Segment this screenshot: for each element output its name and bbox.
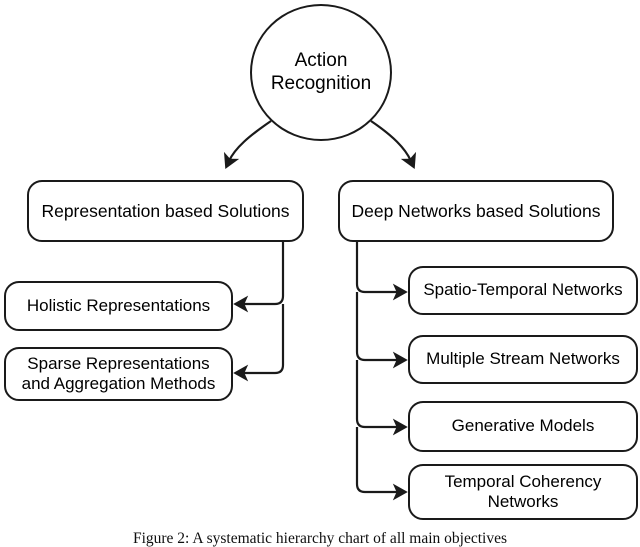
edge-deep-to-multiple-stream	[355, 292, 408, 369]
node-sparse-representations[interactable]: Sparse Representations and Aggregation M…	[4, 347, 233, 401]
edge-representation-trunk	[233, 241, 285, 313]
edge-deep-to-temporal-coherency	[355, 427, 408, 501]
node-label: Sparse Representations and Aggregation M…	[21, 353, 216, 393]
node-label: Deep Networks based Solutions	[351, 200, 601, 221]
node-temporal-coherency-networks[interactable]: Temporal Coherency Networks	[408, 464, 638, 520]
node-holistic-representations[interactable]: Holistic Representations	[4, 281, 233, 331]
node-representation-based-solutions[interactable]: Representation based Solutions	[27, 180, 304, 242]
edge-representation-to-sparse	[233, 304, 285, 382]
root-node-label: Action Recognition	[270, 50, 372, 94]
edge-deep-networks-trunk	[355, 241, 408, 301]
node-multiple-stream-networks[interactable]: Multiple Stream Networks	[408, 335, 638, 384]
node-label: Holistic Representations	[26, 295, 211, 315]
node-spatio-temporal-networks[interactable]: Spatio-Temporal Networks	[408, 266, 638, 315]
node-deep-networks-based-solutions[interactable]: Deep Networks based Solutions	[338, 180, 614, 242]
node-generative-models[interactable]: Generative Models	[408, 401, 638, 452]
edge-deep-to-generative	[355, 360, 408, 436]
edge-root-to-representation	[223, 120, 272, 169]
node-label: Multiple Stream Networks	[426, 349, 620, 369]
node-label: Generative Models	[451, 416, 595, 436]
edge-root-to-deep-networks	[370, 120, 417, 169]
root-node-action-recognition[interactable]: Action Recognition	[250, 4, 392, 141]
figure-caption: Figure 2: A systematic hierarchy chart o…	[132, 530, 508, 547]
node-label: Spatio-Temporal Networks	[423, 280, 623, 300]
node-label: Representation based Solutions	[41, 200, 290, 221]
node-label: Temporal Coherency Networks	[444, 471, 602, 511]
